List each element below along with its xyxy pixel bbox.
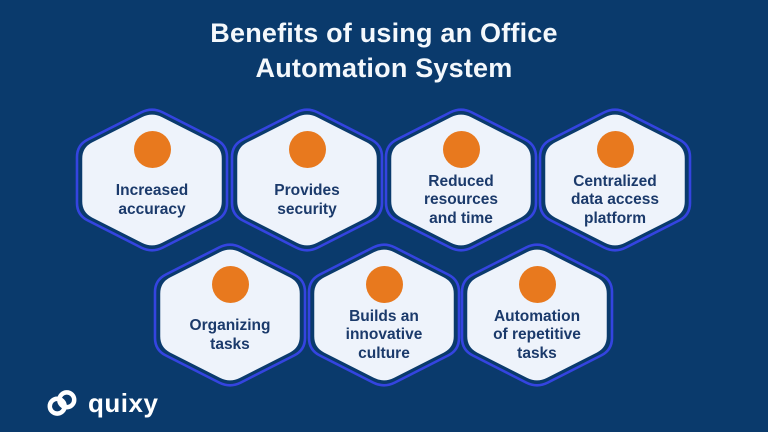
page-title: Benefits of using an Office Automation S… — [0, 16, 768, 85]
bullet-circle-icon — [442, 131, 480, 168]
benefit-hexagon-organizing-tasks: Organizing tasks — [153, 242, 307, 388]
benefit-label: Automation of repetitive tasks — [493, 308, 581, 362]
benefit-label: Reduced resources and time — [423, 173, 499, 227]
bullet-circle-icon — [133, 131, 171, 168]
bullet-circle-icon — [365, 266, 403, 303]
benefit-hexagon-provides-security: Provides security — [230, 107, 384, 253]
benefit-label: Increased accuracy — [115, 182, 189, 218]
benefit-hexagon-centralized-data: Centralized data access platform — [538, 107, 692, 253]
quixy-logo-text: quixy — [88, 387, 159, 418]
quixy-infinity-icon — [47, 390, 77, 416]
benefit-label: Builds an innovative culture — [345, 308, 423, 362]
page-title-line2: Automation System — [255, 52, 513, 83]
bullet-circle-icon — [211, 266, 249, 303]
bullet-circle-icon — [288, 131, 326, 168]
benefit-hexagon-increased-accuracy: Increased accuracy — [75, 107, 229, 253]
page-title-line1: Benefits of using an Office — [210, 18, 558, 48]
bullet-circle-icon — [518, 266, 556, 303]
benefit-label: Provides security — [274, 182, 340, 218]
benefit-label: Organizing tasks — [189, 317, 271, 353]
bullet-circle-icon — [596, 131, 634, 168]
quixy-logo: quixy — [45, 386, 158, 420]
benefit-hexagon-innovative-culture: Builds an innovative culture — [307, 242, 461, 388]
benefit-hexagon-reduced-resources: Reduced resources and time — [384, 107, 538, 253]
benefit-hexagon-automation-repetitive: Automation of repetitive tasks — [460, 242, 614, 388]
benefit-label: Centralized data access platform — [571, 173, 659, 227]
